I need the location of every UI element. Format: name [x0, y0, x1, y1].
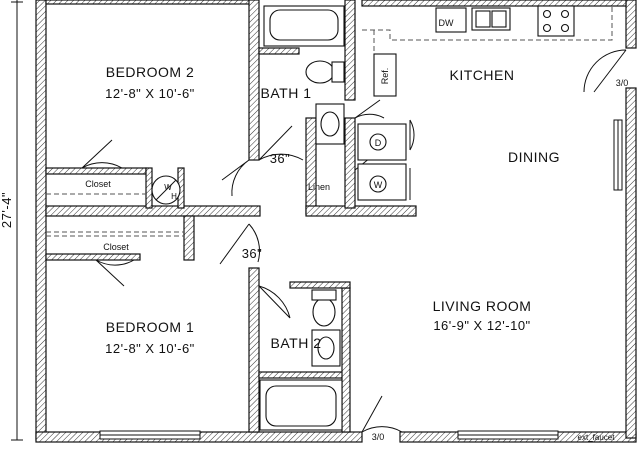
bedroom1-name: BEDROOM 1: [106, 319, 195, 335]
dryer-label: D: [375, 138, 382, 148]
door-labels: 36" 36" 3/0 3/0: [242, 78, 629, 442]
overall-dimension: 27'-4": [0, 0, 23, 441]
windows: [99, 119, 623, 440]
dining-name: DINING: [508, 149, 560, 165]
doors: [81, 49, 627, 433]
bath1-door-size: 36": [270, 151, 291, 166]
room-labels: BEDROOM 2 12'-8" X 10'-6" BATH 1 KITCHEN…: [105, 64, 560, 356]
interior-walls: [45, 0, 613, 433]
kitchen-name: KITCHEN: [450, 67, 515, 83]
fixtures: [151, 5, 575, 431]
living-room-name: LIVING ROOM: [433, 298, 532, 314]
watermark: ext_faucet: [578, 433, 616, 442]
water-heater-top-label: W: [164, 183, 172, 192]
closet-rods: [46, 193, 184, 237]
range-stove: [537, 5, 575, 37]
bath2-name: BATH 2: [271, 335, 322, 351]
living-room-size: 16'-9" X 12'-10": [433, 318, 530, 333]
ref-label: Ref.: [380, 68, 390, 85]
bath1-name: BATH 1: [261, 85, 312, 101]
closet-lower-label: Closet: [103, 242, 129, 252]
refrigerator: [373, 53, 397, 97]
bedroom1-size: 12'-8" X 10'-6": [105, 341, 195, 356]
fixture-labels: Closet Closet W H Linen Ref. DW D W: [85, 18, 454, 252]
dishwasher: [435, 7, 467, 33]
dishwasher-label: DW: [439, 18, 454, 28]
water-heater-bottom-label: H: [171, 192, 177, 201]
bedroom2-size: 12'-8" X 10'-6": [105, 86, 195, 101]
overall-depth-label: 27'-4": [0, 192, 14, 228]
closet-upper-label: Closet: [85, 179, 111, 189]
bedroom2-name: BEDROOM 2: [106, 64, 195, 80]
front-door-size: 3/0: [372, 432, 385, 442]
linen-label: Linen: [308, 182, 330, 192]
bedroom1-door-size: 36": [242, 246, 263, 261]
kitchen-door-size: 3/0: [616, 78, 629, 88]
washer-label: W: [374, 180, 383, 190]
